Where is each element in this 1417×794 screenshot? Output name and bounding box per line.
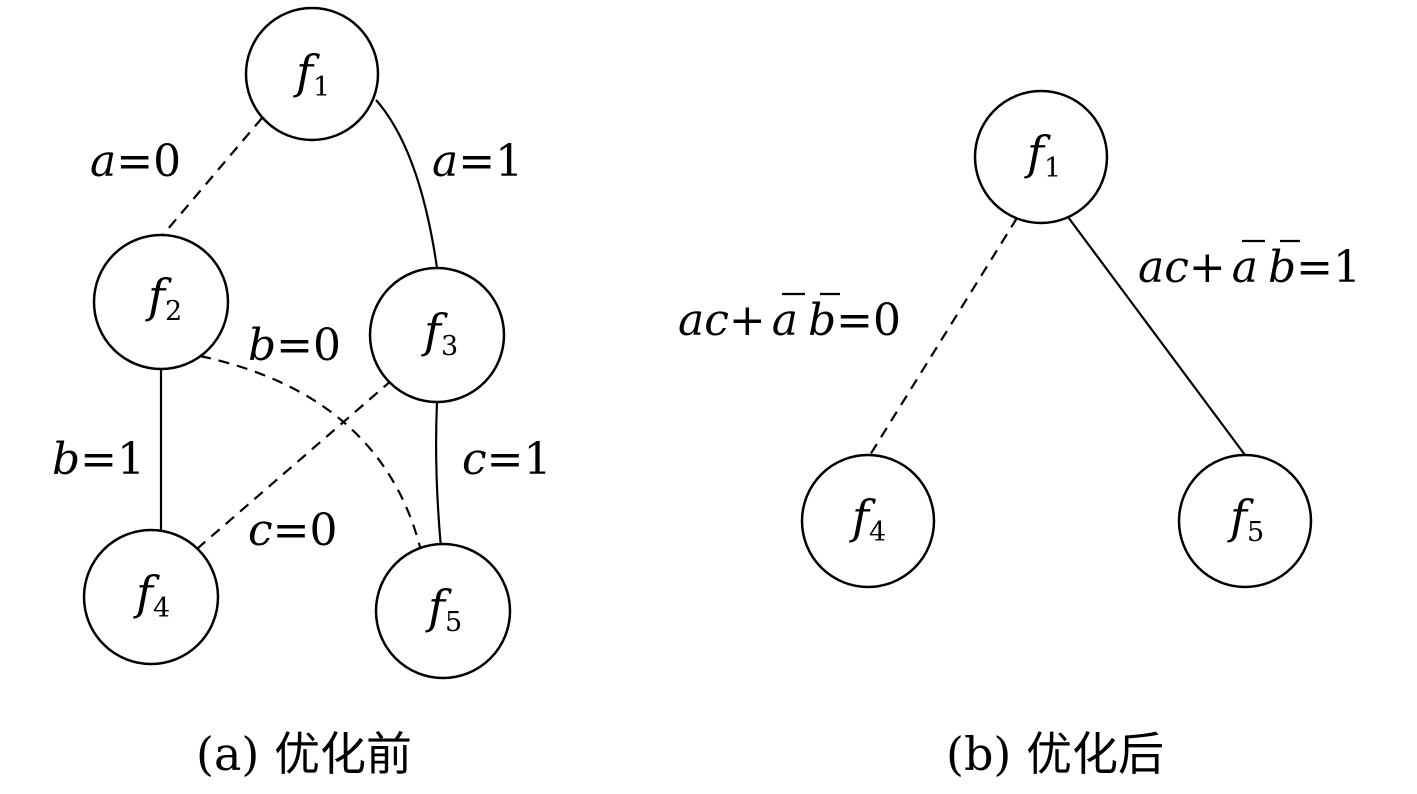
svg-text:f1: f1 bbox=[293, 45, 330, 103]
node-a-f3-index: 3 bbox=[441, 331, 458, 362]
label-c1: c=1 bbox=[462, 434, 552, 485]
label-b0: b=0 bbox=[248, 320, 341, 371]
node-b-f5-index: 5 bbox=[1247, 517, 1264, 548]
node-b-f4: f4 bbox=[800, 453, 936, 589]
edge-b-f1-f5 bbox=[1067, 216, 1246, 456]
node-b-f1-index: 1 bbox=[1044, 153, 1061, 184]
node-a-f1: f1 bbox=[244, 6, 380, 142]
node-b-f5: f5 bbox=[1177, 453, 1313, 589]
edge-b-f1-f4 bbox=[869, 217, 1018, 456]
node-a-f5-index: 5 bbox=[445, 607, 462, 638]
panel-a-edges bbox=[159, 99, 443, 549]
label-c0: c=0 bbox=[248, 505, 338, 556]
edge-a-f3-f4 bbox=[197, 379, 393, 549]
node-a-f4: f4 bbox=[82, 528, 220, 666]
svg-text:ac+ab=1: ac+ab=1 bbox=[1138, 242, 1361, 293]
svg-text:f3: f3 bbox=[421, 304, 458, 362]
edge-a-f2-f5 bbox=[199, 354, 422, 548]
label-b1: b=1 bbox=[52, 434, 145, 485]
svg-text:ac+ab=0: ac+ab=0 bbox=[678, 295, 901, 346]
node-a-f2-index: 2 bbox=[165, 296, 182, 327]
node-a-f3: f3 bbox=[368, 266, 506, 404]
edge-a-f1-f3 bbox=[375, 99, 439, 269]
node-a-f4-index: 4 bbox=[153, 593, 170, 624]
svg-text:f4: f4 bbox=[849, 490, 886, 548]
node-a-f1-index: 1 bbox=[313, 72, 330, 103]
label-a0: a=0 bbox=[90, 136, 181, 187]
node-a-f2: f2 bbox=[92, 233, 230, 371]
node-a-f5: f5 bbox=[374, 542, 512, 680]
label-a1: a=1 bbox=[432, 136, 523, 187]
edge-a-f3-f5 bbox=[435, 401, 443, 549]
caption-b: (b) 优化后 bbox=[946, 727, 1164, 781]
edge-a-f1-f2 bbox=[161, 117, 263, 237]
caption-a: (a) 优化前 bbox=[196, 727, 412, 781]
node-b-f4-index: 4 bbox=[869, 517, 886, 548]
node-b-f1: f1 bbox=[973, 89, 1109, 225]
